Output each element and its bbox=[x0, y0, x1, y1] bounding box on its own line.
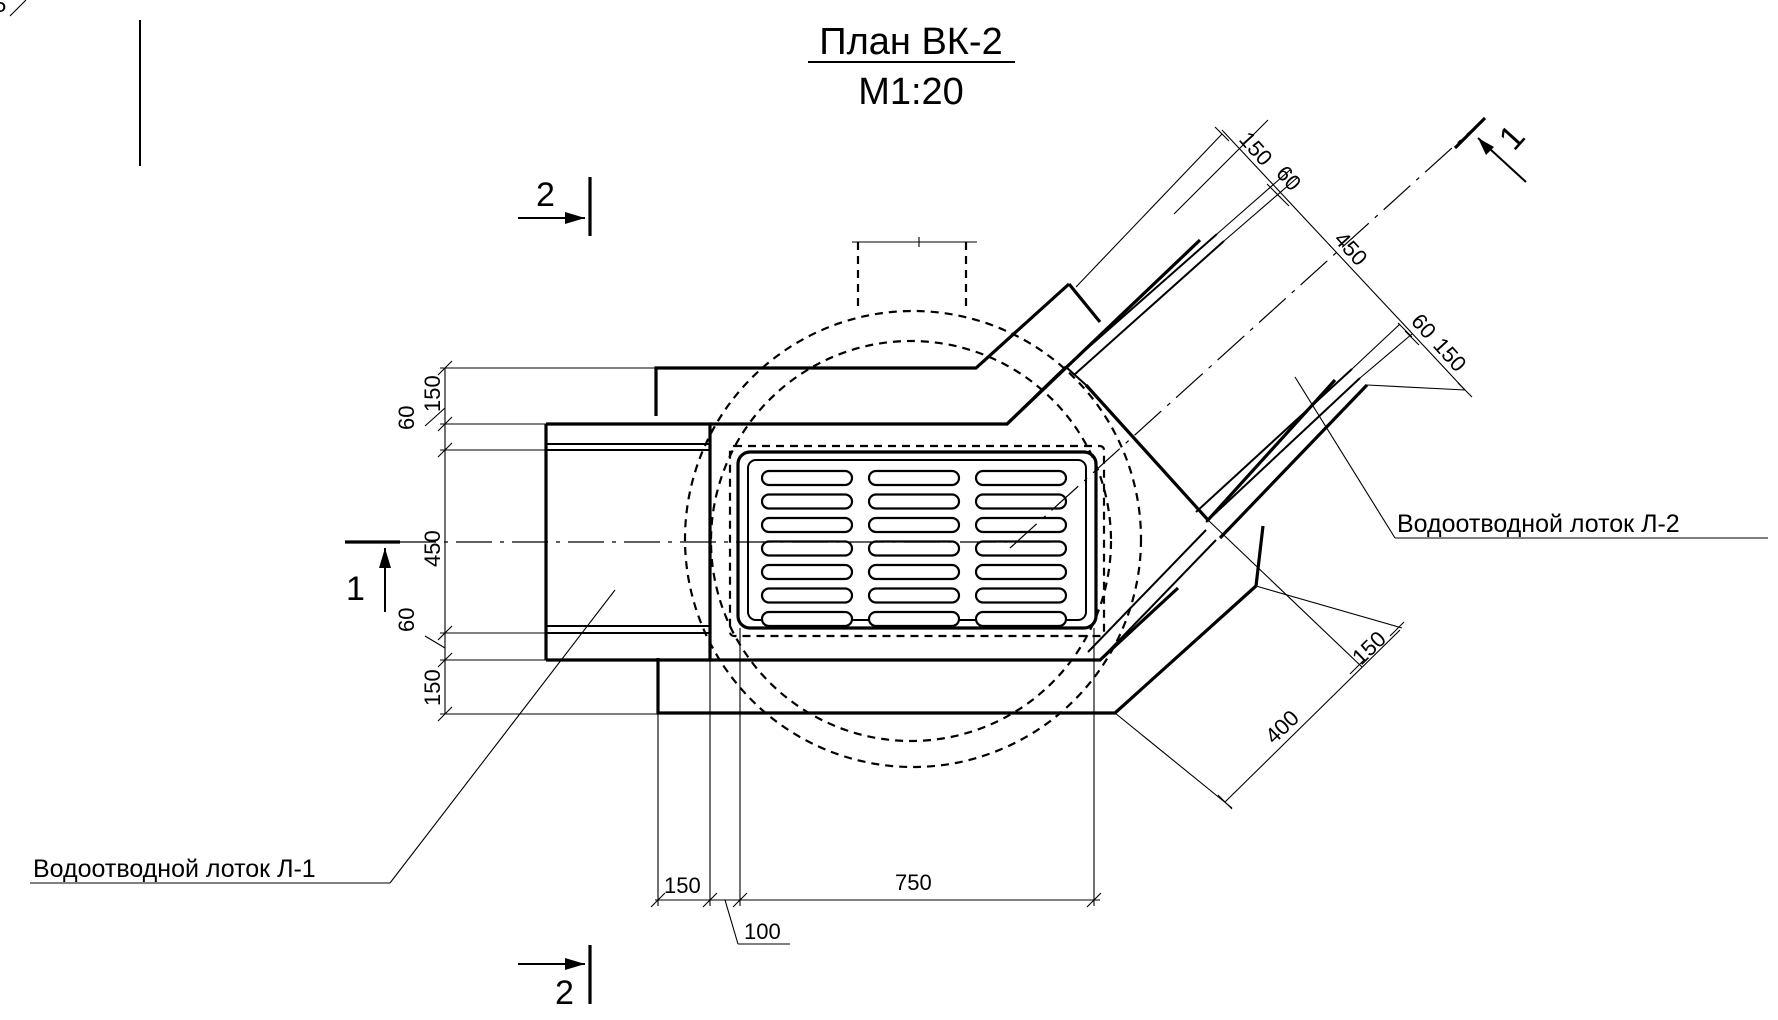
section-1-left-label: 1 bbox=[346, 570, 365, 608]
corner-mark: 5 bbox=[0, 0, 6, 17]
section-2-bottom-label: 2 bbox=[555, 974, 574, 1012]
grate-slot bbox=[974, 540, 1068, 557]
grate-slot bbox=[760, 516, 854, 534]
dim-bottom-150: 150 bbox=[664, 873, 701, 898]
dim-diag-top-150: 150 bbox=[1234, 127, 1277, 171]
grate-slot bbox=[974, 516, 1068, 534]
pipe-outlet-top bbox=[852, 237, 977, 312]
grate-slot bbox=[974, 469, 1068, 487]
dim-diag-top-60: 60 bbox=[1271, 161, 1306, 196]
grate-slot bbox=[867, 610, 961, 628]
grate-slot bbox=[974, 587, 1068, 604]
dim-left-lower-60: 60 bbox=[394, 608, 419, 632]
plan-title-scale: М1:20 bbox=[858, 71, 964, 113]
grate-slot bbox=[760, 563, 854, 581]
grate-slots bbox=[760, 469, 1068, 628]
tray-1-label: Водоотводной лоток Л-1 bbox=[33, 855, 316, 883]
dim-left-upper-60: 60 bbox=[394, 406, 419, 430]
well-outline bbox=[683, 309, 1143, 769]
grate-slot bbox=[760, 587, 854, 604]
grate-slot bbox=[760, 610, 854, 628]
plan-title: План ВК-2 М1:20 bbox=[808, 21, 1015, 113]
dim-diag-lower-150: 150 bbox=[1347, 626, 1391, 669]
dim-diag-150: 150 bbox=[1428, 333, 1471, 377]
dim-bottom-750: 750 bbox=[895, 870, 932, 895]
grate-slot bbox=[974, 493, 1068, 510]
grate-slot bbox=[974, 610, 1068, 628]
tray-callouts: Водоотводной лоток Л-1 Водоотводной лото… bbox=[30, 376, 1768, 884]
sheet-frame-fragment: 5 bbox=[0, 0, 141, 166]
dim-bottom-100: 100 bbox=[744, 919, 781, 944]
plan-title-name: План ВК-2 bbox=[819, 21, 1002, 63]
tray-body bbox=[544, 233, 1369, 715]
grate bbox=[728, 444, 1106, 638]
dim-diag-400: 400 bbox=[1260, 705, 1304, 748]
grate-slot bbox=[867, 587, 961, 604]
dim-left-lower-150: 150 bbox=[420, 669, 445, 706]
diagonal-dimensions: 150 60 450 60 150 bbox=[1075, 119, 1473, 398]
dim-diag-450: 450 bbox=[1329, 227, 1372, 271]
center-axes bbox=[400, 117, 1486, 549]
dim-left-upper-150: 150 bbox=[420, 375, 445, 412]
grate-slot bbox=[974, 563, 1068, 581]
tray-2-label: Водоотводной лоток Л-2 bbox=[1397, 510, 1680, 538]
dim-left-450: 450 bbox=[420, 530, 445, 567]
grate-slot bbox=[867, 540, 961, 557]
section-1-right-label: 1 bbox=[1492, 118, 1533, 157]
grate-slot bbox=[867, 493, 961, 510]
bottom-dimensions: 150 750 100 bbox=[650, 628, 1102, 945]
section-2-top-label: 2 bbox=[536, 176, 555, 214]
grate-slot bbox=[760, 540, 854, 557]
grate-slot bbox=[867, 516, 961, 534]
grate-slot bbox=[867, 469, 961, 487]
grate-slot bbox=[760, 493, 854, 510]
grate-slot bbox=[867, 563, 961, 581]
grate-slot bbox=[760, 469, 854, 487]
left-dimensions: 150 60 450 60 150 bbox=[394, 360, 658, 722]
